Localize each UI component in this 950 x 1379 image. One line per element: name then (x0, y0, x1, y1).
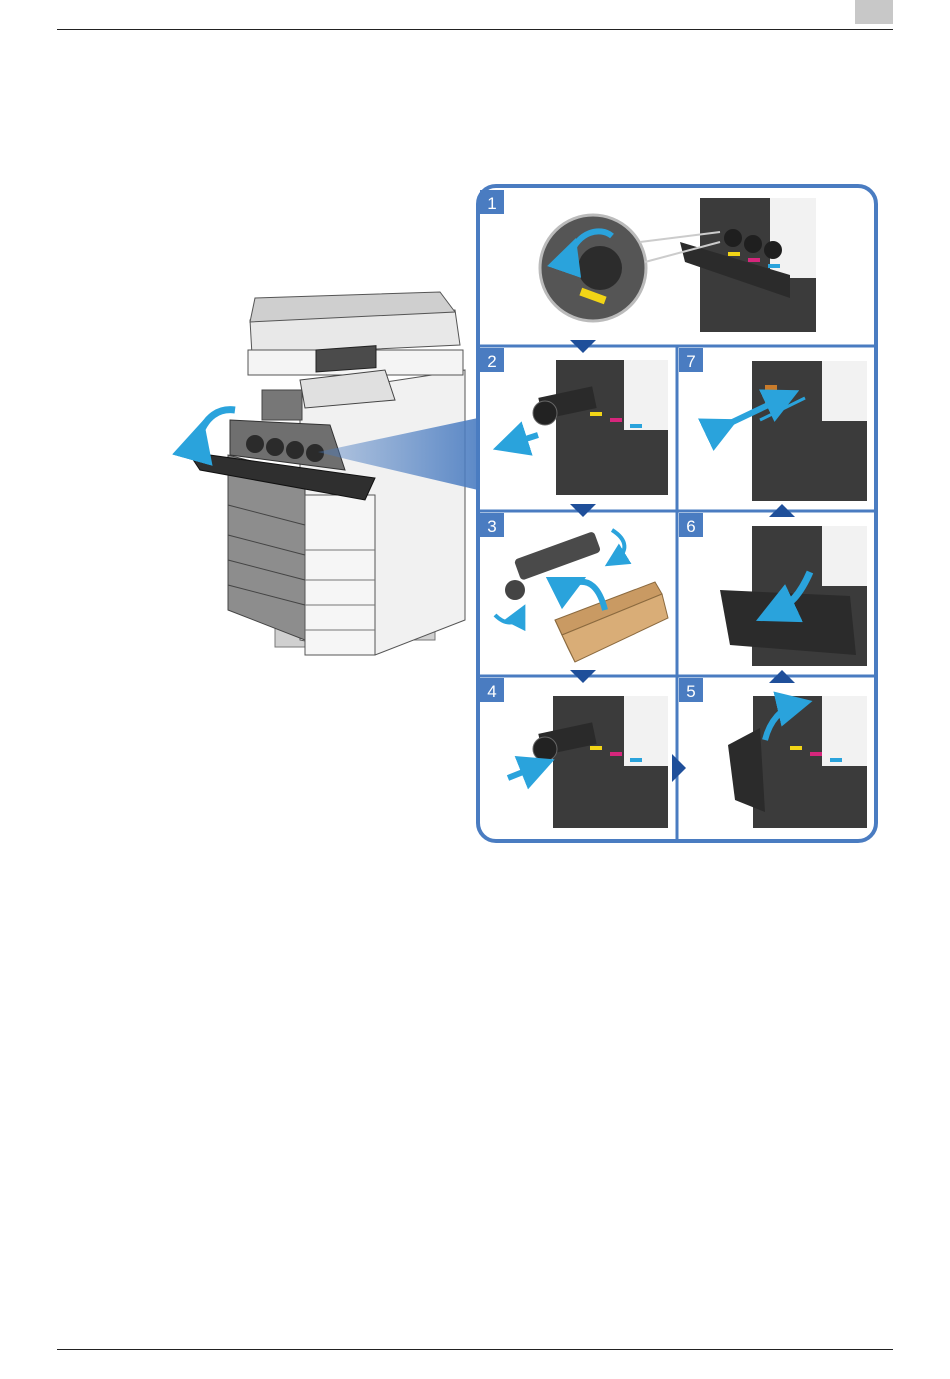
step-1-panel (540, 198, 816, 332)
step-number-3: 3 (487, 517, 496, 536)
step-number-2: 2 (487, 352, 496, 371)
step-6-panel (720, 526, 867, 666)
step-number-6: 6 (686, 517, 695, 536)
step-7-panel (722, 361, 867, 501)
step-number-5: 5 (686, 682, 695, 701)
step-number-1: 1 (487, 194, 496, 213)
step-number-4: 4 (487, 682, 496, 701)
step-number-7: 7 (686, 352, 695, 371)
step-2-panel (510, 360, 668, 495)
step-3-panel (495, 530, 668, 662)
step-5-panel (728, 696, 867, 828)
step-4-panel (508, 696, 668, 828)
